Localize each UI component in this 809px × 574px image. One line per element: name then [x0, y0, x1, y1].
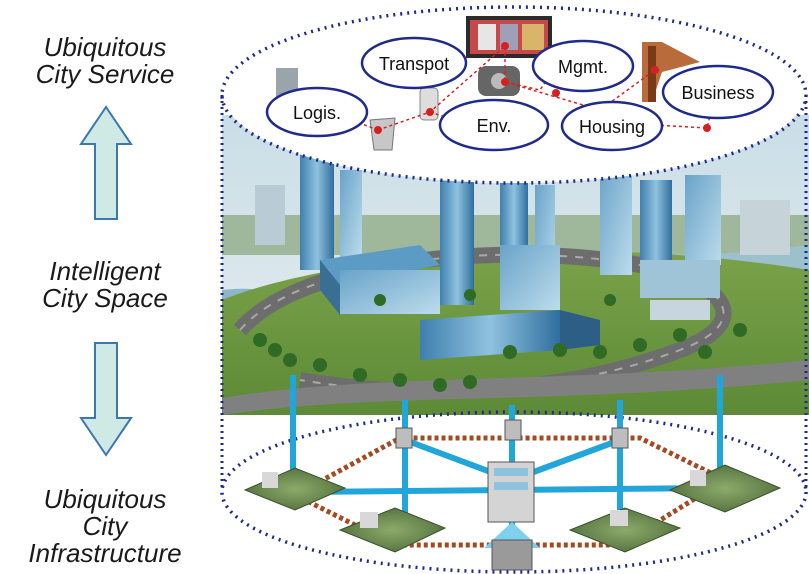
- service-node-transpot-label: Transpot: [379, 54, 449, 74]
- infra-nodes: [395, 419, 629, 571]
- service-node-env-label: Env.: [477, 116, 512, 136]
- label-space-line1: Intelligent: [49, 256, 161, 286]
- label-infra: Ubiquitous City Infrastructure: [0, 486, 210, 567]
- infra-ellipse: [220, 410, 808, 574]
- label-service-line2: City Service: [35, 59, 175, 89]
- service-node-business-label: Business: [681, 83, 754, 103]
- up-arrow-icon: [79, 105, 133, 220]
- down-arrow-icon: [79, 342, 133, 457]
- label-infra-line2: City: [82, 511, 128, 541]
- service-node-mgmt-label: Mgmt.: [558, 57, 608, 77]
- infra-boards: [243, 464, 782, 553]
- service-node-housing: Housing: [560, 100, 664, 152]
- service-node-housing-label: Housing: [579, 117, 645, 137]
- service-node-business: Business: [661, 64, 775, 120]
- service-node-transpot: Transpot: [360, 36, 468, 90]
- service-ellipse: [220, 5, 808, 185]
- label-infra-line3: Infrastructure: [28, 538, 182, 568]
- service-node-env: Env.: [438, 98, 550, 152]
- label-space: Intelligent City Space: [0, 258, 210, 312]
- label-service: Ubiquitous City Service: [0, 34, 210, 88]
- label-service-line1: Ubiquitous: [43, 32, 167, 62]
- service-link-dots: [374, 42, 711, 134]
- label-infra-line1: Ubiquitous: [43, 484, 167, 514]
- service-node-mgmt: Mgmt.: [531, 39, 635, 93]
- service-node-logis: Logis.: [265, 86, 369, 138]
- label-space-line2: City Space: [42, 283, 168, 313]
- service-node-logis-label: Logis.: [293, 103, 341, 123]
